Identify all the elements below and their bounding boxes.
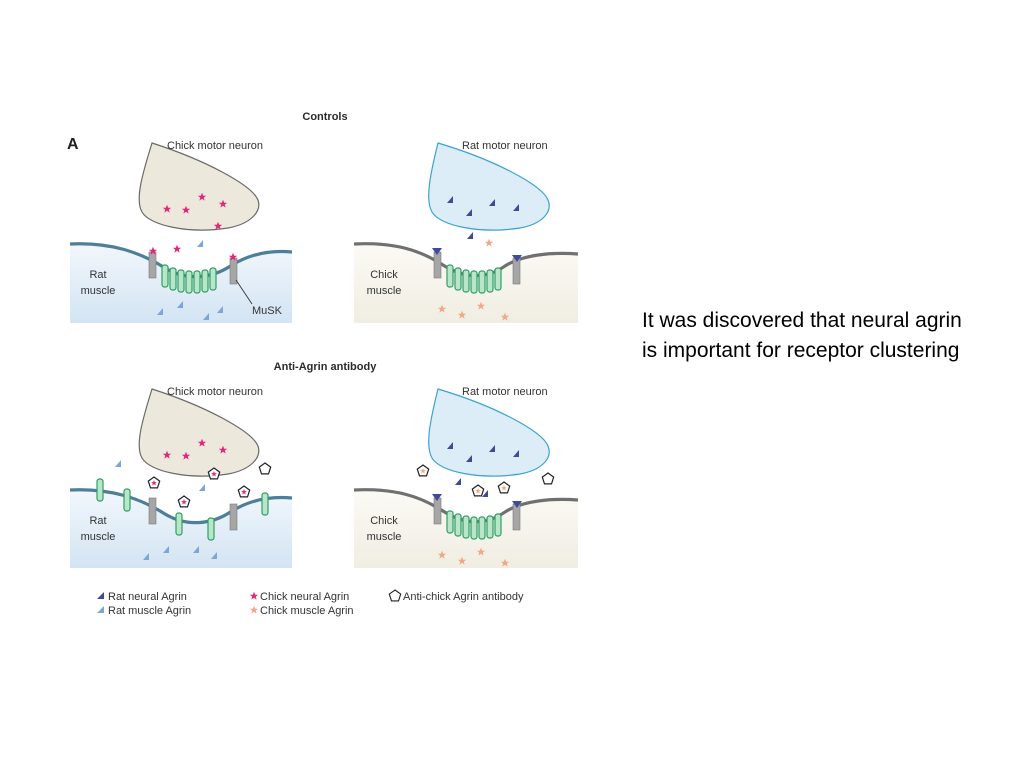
- legend-item-chick-muscle-agrin: Chick muscle Agrin: [249, 605, 354, 617]
- muscle-membrane: [69, 488, 293, 525]
- musk-label: MuSK: [252, 305, 283, 317]
- panel-letter: A: [67, 136, 79, 153]
- legend-label: Anti-chick Agrin antibody: [403, 591, 524, 603]
- musk-receptor: [148, 497, 157, 525]
- slide-caption: It was discovered that neural agrin is i…: [642, 309, 962, 362]
- magenta-star-icon: [249, 591, 259, 600]
- legend-item-rat-muscle-agrin: Rat muscle Agrin: [97, 605, 191, 617]
- muscle-label-line1: Rat: [89, 515, 106, 527]
- agrin-experiment-figure: Controls A Anti-Agrin antibody Chick mot…: [67, 111, 579, 617]
- muscle-label-line2: muscle: [367, 285, 402, 297]
- musk-receptor: [433, 497, 442, 525]
- rat-neural-agrin-triangles: [432, 196, 522, 262]
- dark-triangle-icon: [97, 592, 104, 599]
- chick-motor-neuron-terminal: [138, 142, 260, 231]
- muscle-label-line2: muscle: [81, 531, 116, 543]
- legend-item-rat-neural-agrin: Rat neural Agrin: [97, 591, 187, 603]
- section-title-controls: Controls: [302, 111, 347, 123]
- neuron-label: Chick motor neuron: [167, 386, 263, 398]
- muscle-label-line1: Chick: [370, 269, 398, 281]
- muscle-label-line1: Rat: [89, 269, 106, 281]
- musk-receptor: [433, 251, 442, 279]
- legend-item-anti-chick-agrin-antibody: Anti-chick Agrin antibody: [388, 589, 524, 603]
- rat-neural-agrin-triangles: [432, 442, 522, 508]
- panel-antibody-chick-neuron-rat-muscle: Chick motor neuron Rat muscle: [69, 386, 293, 568]
- panel-control-rat-neuron-chick-muscle: Rat motor neuron Chick muscle: [353, 140, 579, 323]
- panel-control-chick-neuron-rat-muscle: Chick motor neuron Rat muscle MuSK: [69, 140, 293, 323]
- chick-motor-neuron-terminal: [138, 388, 260, 477]
- legend-label: Rat neural Agrin: [108, 591, 187, 603]
- musk-receptor: [512, 257, 521, 285]
- legend-item-chick-neural-agrin: Chick neural Agrin: [249, 591, 349, 603]
- legend-label: Rat muscle Agrin: [108, 605, 191, 617]
- section-title-anti-agrin: Anti-Agrin antibody: [274, 361, 378, 373]
- panel-antibody-rat-neuron-chick-muscle: Rat motor neuron Chick muscle: [353, 386, 579, 568]
- achr-cluster: [161, 264, 217, 294]
- legend-label: Chick neural Agrin: [260, 591, 349, 603]
- musk-pointer-line: [235, 279, 253, 305]
- muscle-label-line1: Chick: [370, 515, 398, 527]
- musk-receptor: [512, 503, 521, 531]
- rat-motor-neuron-terminal: [428, 142, 550, 231]
- muscle-label-line2: muscle: [81, 285, 116, 297]
- neuron-label: Chick motor neuron: [167, 140, 263, 152]
- achr-cluster: [446, 510, 502, 540]
- dispersed-achr: [96, 478, 269, 541]
- pentagon-outline-icon: [388, 589, 402, 602]
- peach-star-icon: [249, 605, 259, 614]
- neuron-label: Rat motor neuron: [462, 140, 548, 152]
- legend-label: Chick muscle Agrin: [260, 605, 354, 617]
- neuron-label: Rat motor neuron: [462, 386, 548, 398]
- muscle-label-line2: muscle: [367, 531, 402, 543]
- musk-receptor: [148, 251, 157, 279]
- light-triangle-icon: [97, 606, 104, 613]
- musk-receptor: [229, 503, 238, 531]
- rat-motor-neuron-terminal: [428, 388, 550, 477]
- legend: Rat neural Agrin Rat muscle Agrin Chick …: [97, 589, 524, 617]
- achr-cluster: [446, 264, 502, 294]
